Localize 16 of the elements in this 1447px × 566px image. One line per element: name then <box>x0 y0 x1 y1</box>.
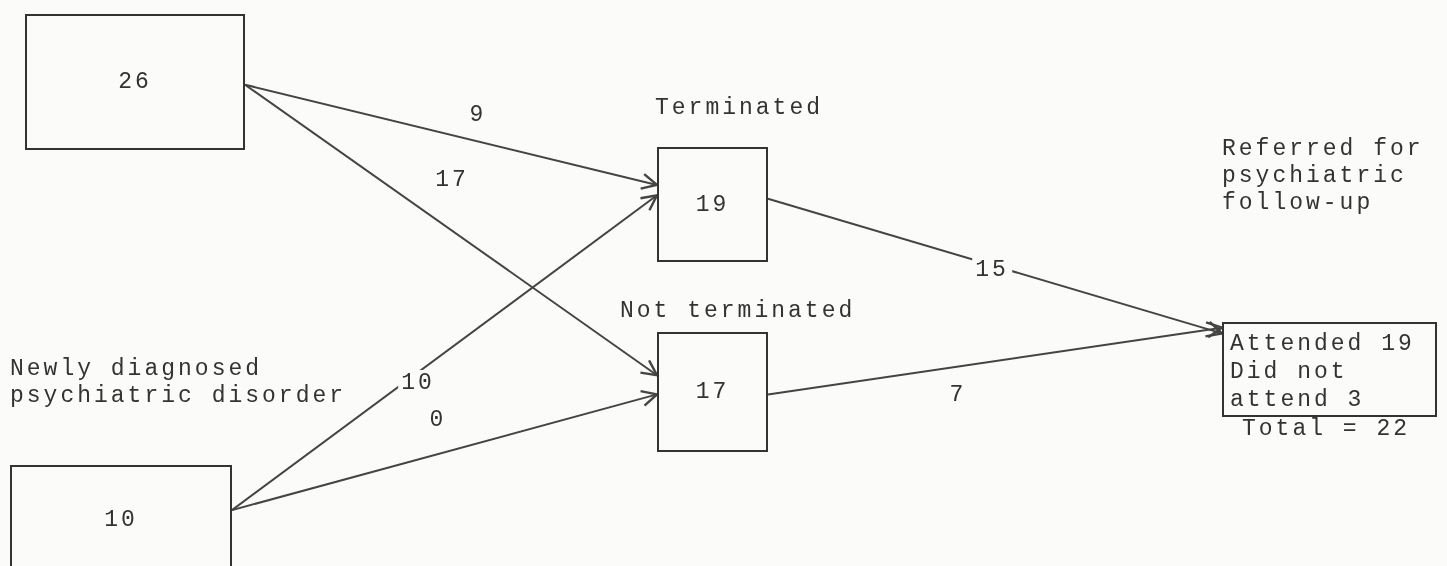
total-note: Total = 22 <box>1242 416 1411 442</box>
count-value: 19 <box>695 190 730 219</box>
node-heading: Newly diagnosed psychiatric disorder <box>10 356 348 410</box>
arrow <box>767 197 1224 338</box>
arrow <box>767 321 1224 396</box>
node-heading: Terminated <box>655 95 825 122</box>
arrow <box>244 83 659 190</box>
count-value: 26 <box>118 68 152 96</box>
node-heading: Not terminated <box>620 298 857 325</box>
count-value: 10 <box>104 506 138 534</box>
arrow <box>231 194 659 512</box>
arrow <box>244 83 659 377</box>
arrow <box>231 389 659 512</box>
box-text: Attended 19 Did not attend 3 <box>1230 330 1416 414</box>
node-heading: Referred for psychiatric follow-up <box>1222 136 1425 217</box>
count-value: 17 <box>695 378 730 406</box>
